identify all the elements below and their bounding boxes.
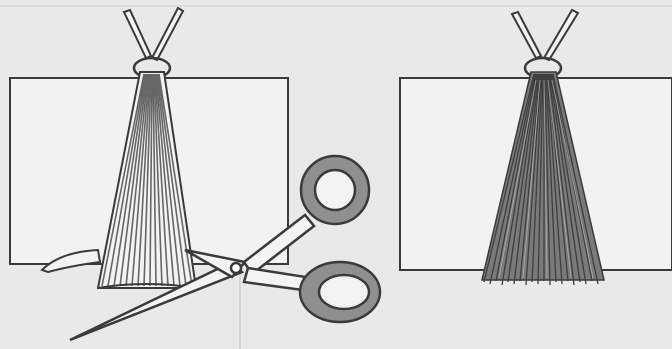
left-tie-ends bbox=[124, 8, 183, 60]
panel-left-before-trim bbox=[10, 8, 380, 340]
panel-right-after-trim bbox=[400, 10, 672, 285]
right-tie-ends bbox=[512, 10, 578, 60]
